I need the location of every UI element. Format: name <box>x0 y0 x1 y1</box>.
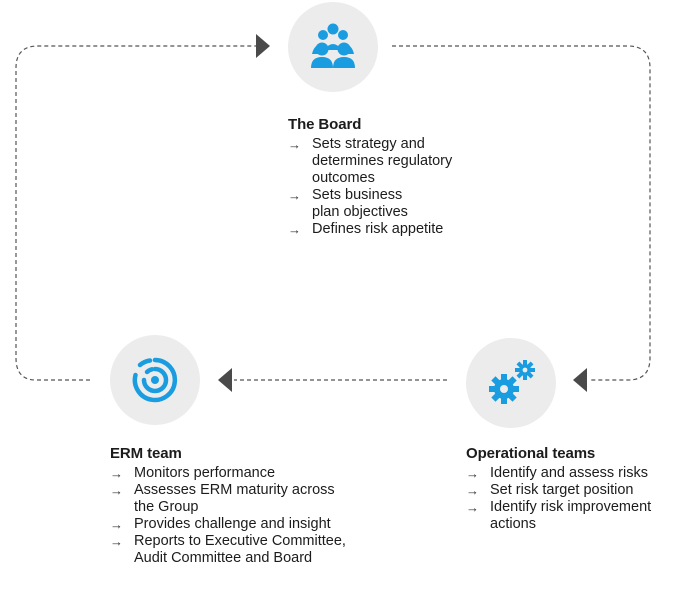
erm-node <box>110 335 200 425</box>
board-text-block: The Board → Sets strategy and determines… <box>288 116 528 238</box>
arrowhead-into-erm <box>218 368 232 392</box>
list-item: → Identify risk improvement actions <box>466 499 652 532</box>
arrowhead-into-operational <box>573 368 587 392</box>
list-item: → Set risk target position <box>466 482 634 498</box>
list-item: → Sets strategy and determines regulator… <box>288 136 453 186</box>
operational-title: Operational teams <box>466 445 596 462</box>
operational-text-block: Operational teams → Identify and assess … <box>466 445 691 533</box>
arrow-right-icon: → <box>110 466 123 481</box>
gears-icon <box>489 360 535 404</box>
arrow-right-icon: → <box>288 137 301 152</box>
list-item: → Sets business plan objectives <box>288 187 408 220</box>
arrow-right-icon: → <box>466 466 479 481</box>
arrow-right-icon: → <box>288 188 301 203</box>
people-group-icon <box>311 23 355 68</box>
board-responsibilities: → Sets strategy and determines regulator… <box>288 136 528 238</box>
list-item: → Reports to Executive Committee, Audit … <box>110 533 346 566</box>
list-item: → Identify and assess risks <box>466 465 648 481</box>
arrow-right-icon: → <box>110 483 123 498</box>
erm-title: ERM team <box>110 445 182 462</box>
list-item: → Monitors performance <box>110 465 276 481</box>
erm-text-block: ERM team → Monitors performance → Assess… <box>110 445 400 567</box>
arrow-right-icon: → <box>288 222 301 237</box>
connector-erm-to-board <box>15 45 257 381</box>
connector-board-to-operational <box>392 45 651 381</box>
arrow-right-icon: → <box>110 534 123 549</box>
board-node <box>288 2 378 92</box>
arrow-right-icon: → <box>110 517 123 532</box>
arrow-right-icon: → <box>466 500 479 515</box>
operational-node <box>466 338 556 428</box>
erm-responsibilities: → Monitors performance → Assesses ERM ma… <box>110 465 400 567</box>
list-item: → Provides challenge and insight <box>110 516 331 532</box>
target-rings-icon <box>132 357 178 403</box>
list-item: → Defines risk appetite <box>288 221 444 237</box>
arrowhead-into-board <box>256 34 270 58</box>
arrow-right-icon: → <box>466 483 479 498</box>
operational-responsibilities: → Identify and assess risks → Set risk t… <box>466 465 691 533</box>
board-title: The Board <box>288 116 362 133</box>
list-item: → Assesses ERM maturity across the Group <box>110 482 335 515</box>
